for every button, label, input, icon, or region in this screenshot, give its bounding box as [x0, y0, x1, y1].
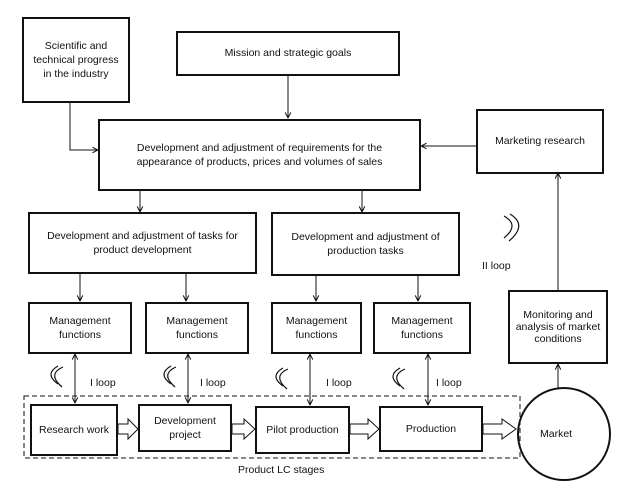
management-functions-box-4: Management functions: [373, 302, 471, 354]
mission-goals-label: Mission and strategic goals: [224, 47, 352, 60]
pilot-production-box: Pilot production: [255, 406, 350, 454]
monitoring-box: Monitoring and analysis of market condit…: [508, 290, 608, 364]
research-work-label: Research work: [38, 423, 110, 436]
lc-stages-caption: Product LC stages: [238, 464, 325, 476]
production-box: Production: [379, 406, 483, 452]
management-functions-label-1: Management functions: [49, 314, 111, 341]
loop-label-2: I loop: [200, 377, 226, 389]
loop-label-ii: II loop: [482, 260, 511, 272]
production-tasks-label: Development and adjustment of production…: [291, 230, 440, 257]
research-work-box: Research work: [30, 404, 118, 456]
scientific-progress-box: Scientific and technical progress in the…: [22, 17, 130, 103]
production-tasks-box: Development and adjustment of production…: [271, 212, 460, 276]
hollow-arrow-production-to-market: [482, 418, 517, 440]
loop-label-1: I loop: [90, 377, 116, 389]
loop-label-4: I loop: [436, 377, 462, 389]
management-functions-box-1: Management functions: [28, 302, 132, 354]
development-project-label: Development project: [154, 414, 216, 441]
management-functions-label-2: Management functions: [166, 314, 228, 341]
requirements-box: Development and adjustment of requiremen…: [98, 119, 421, 191]
scientific-progress-label: Scientific and technical progress in the…: [33, 39, 119, 81]
mission-goals-box: Mission and strategic goals: [176, 31, 400, 76]
marketing-research-label: Marketing research: [495, 135, 585, 148]
development-project-box: Development project: [138, 404, 232, 452]
hollow-arrow-pilot-to-production: [349, 417, 380, 441]
management-functions-box-2: Management functions: [145, 302, 249, 354]
management-functions-label-3: Management functions: [285, 314, 348, 341]
monitoring-label: Monitoring and analysis of market condit…: [515, 308, 601, 346]
edge-science-to-requirements: [69, 103, 98, 150]
market-label: Market: [540, 428, 573, 440]
pilot-production-label: Pilot production: [266, 423, 339, 436]
requirements-label: Development and adjustment of requiremen…: [136, 141, 383, 168]
product-dev-tasks-box: Development and adjustment of tasks for …: [28, 212, 257, 274]
loop-label-3: I loop: [326, 377, 352, 389]
hollow-arrow-research-to-development: [117, 417, 139, 441]
management-functions-box-3: Management functions: [271, 302, 362, 354]
marketing-research-box: Marketing research: [476, 109, 604, 174]
production-label: Production: [405, 422, 457, 435]
management-functions-label-4: Management functions: [391, 314, 453, 341]
hollow-arrow-development-to-pilot: [231, 417, 256, 441]
product-dev-tasks-label: Development and adjustment of tasks for …: [47, 229, 238, 256]
